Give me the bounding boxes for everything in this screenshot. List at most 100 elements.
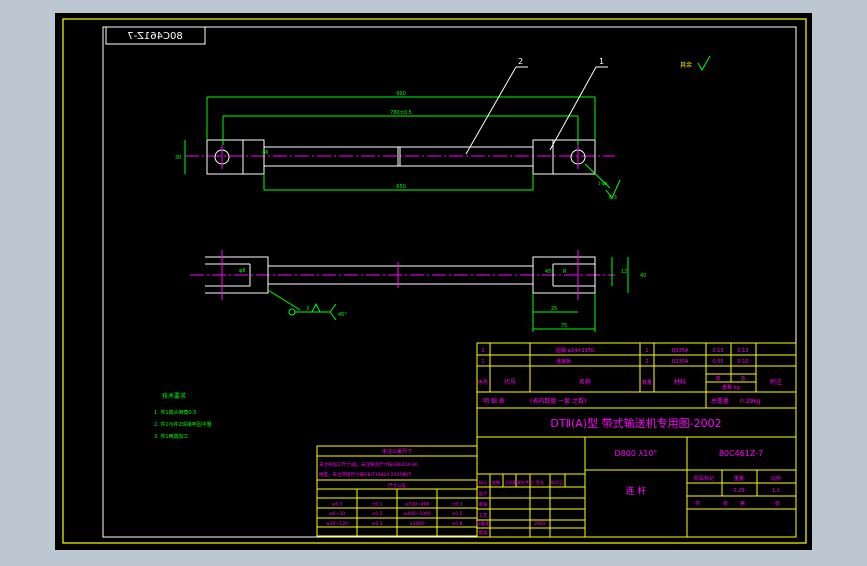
inner-frame (102, 26, 797, 538)
left-fork (205, 256, 269, 294)
hdr-mat: 材料 (674, 378, 686, 386)
weld-size: 3 (306, 306, 309, 312)
part-name: 连接板 (556, 358, 571, 365)
front-view: 990 780±0.5 650 30 φ6 2 1 2-φ8 6.3 (175, 57, 621, 201)
title-block: 明 细 表 (表内数量 一套 之数) 总重量 0.29kg DTⅡ(A)型 带式… (476, 391, 797, 538)
weld-angle: 45° (338, 312, 347, 318)
roughness-icon (697, 55, 711, 72)
tech-requirements: 技术要求 1. 件1端头倒角0.5 2. 件1与件2焊接牢固平整 3. 件1两端… (154, 392, 212, 440)
stamp-code: 80C461Z-7 (127, 31, 182, 42)
stamp-mirrored: 80C461Z-7 (127, 31, 182, 42)
tol-cell: ±0.5 (452, 511, 463, 517)
right-plate (532, 139, 596, 175)
top-dim-40: 40 (640, 273, 646, 279)
role-label: 工艺 (479, 513, 488, 519)
tech-item: 2. 件1与件2焊接牢固平整 (154, 421, 212, 428)
dim-body: 650 (396, 184, 406, 190)
scale-label: 比例 (771, 475, 781, 482)
roughness-label: 其余 (680, 61, 692, 69)
part-qty: 1 (645, 348, 648, 354)
hdr-name: 名称 (579, 378, 591, 386)
weld-symbol-icon (311, 302, 321, 313)
callout-2: 2 (518, 57, 523, 66)
tech-item: 3. 件1两端加工 (154, 433, 189, 440)
tol-cell: ≤6.3 (332, 502, 343, 508)
leader-1 (549, 66, 597, 151)
tol-cell: ≥30~120 (326, 521, 348, 527)
sheet-total: 共 (695, 500, 700, 507)
hdr-single: 单 (715, 375, 720, 382)
part-material: Q235A (672, 359, 689, 365)
role-label: 批准 (479, 529, 488, 536)
role-label: 设计 (479, 490, 488, 497)
part-weight-single: 0.05 (712, 359, 723, 365)
hdr-weight: 重量 kg (722, 384, 740, 391)
role-label: 审核 (479, 501, 488, 508)
part-name: 连 杆 (626, 485, 647, 497)
part-weight-total: 0.10 (737, 359, 748, 365)
sheet-no: 第 (740, 500, 745, 507)
top-dim-angle: 45° (545, 269, 554, 275)
outer-frame (62, 18, 807, 544)
tol-note: 未注机加工尺寸Ⅰ级，未注铸造尺寸按GB6414-86 (319, 461, 418, 468)
tol-cell: ±0.8 (452, 521, 463, 527)
top-view: φ8 45° R 12 40 25 75 3 45° (190, 250, 646, 332)
tol-cell: ±0.1 (372, 502, 383, 508)
sheet-label: 张 (723, 500, 728, 507)
total-weight: 0.29kg (740, 398, 761, 405)
part-weight-single: 0.13 (712, 348, 723, 354)
tol-cell: ≥400~1000 (403, 511, 431, 517)
rev-col-header: 签名 (536, 479, 544, 486)
part-no: 2 (481, 348, 484, 354)
hdr-qty: 数量 (642, 379, 652, 386)
rev-col-header: 更改文件号 (513, 479, 534, 486)
tolerance-table: 未注公差尺寸 未注机加工尺寸Ⅰ级，未注铸造尺寸按GB6414-86 精度，未注焊… (316, 445, 478, 537)
scale-value: 1:1 (772, 488, 780, 494)
spec: D800 λ10° (615, 449, 658, 458)
drawing-sheet (55, 13, 812, 550)
rev-col-header: 分区 (505, 479, 513, 486)
dim-small: φ6 (262, 150, 268, 156)
tol-cell: ±0.3 (372, 521, 383, 527)
tol-cell: ±0.3 (452, 502, 463, 508)
dim-overall: 990 (396, 91, 406, 97)
part-qty: 2 (645, 359, 648, 365)
hdr-no: 序号 (478, 379, 488, 386)
tol-cell: ≥1000 (409, 521, 424, 527)
tol-cell: ≥100~400 (405, 502, 430, 508)
dim-height: 30 (175, 155, 181, 161)
top-dim-12: 12 (621, 269, 627, 275)
weight-label: 重量 (734, 475, 744, 482)
detail-label: 明 细 表 (483, 397, 505, 405)
hdr-code: 代号 (504, 378, 516, 386)
role-label: 标准化 (476, 520, 490, 527)
dim-inner: 780±0.5 (390, 110, 412, 116)
tol-header: 尺寸公差 (388, 482, 406, 489)
tol-title: 未注公差尺寸 (382, 448, 412, 455)
rev-col-header: 处数 (492, 479, 501, 486)
tech-title: 技术要求 (162, 392, 186, 400)
tol-cell: ≥6~30 (329, 511, 345, 517)
tol-note: 精度，未注焊接尺寸按GB/T19804-2005执行 (319, 471, 412, 478)
hdr-total: 总 (740, 375, 745, 382)
sheet-label-2: 张 (775, 500, 780, 507)
series-title: DTⅡ(A)型 带式输送机专用图-2002 (550, 416, 721, 430)
part-name: 圆钢 φ14×1150 (556, 347, 594, 354)
part-no: 1 (481, 359, 484, 365)
top-dim-left: φ8 (239, 268, 245, 274)
rev-col-header: 年月日 (551, 479, 564, 486)
leader-hole (584, 163, 611, 189)
weld-value: 6.3 (609, 195, 617, 201)
rev-col-header: 标记 (479, 479, 488, 486)
weld-roughness-icon (605, 179, 621, 199)
hdr-note: 附注 (770, 378, 782, 386)
part-weight-total: 0.13 (737, 348, 748, 354)
hole-note: 2-φ8 (598, 181, 608, 186)
role-date: 2002 (534, 521, 546, 527)
drawing-number: 80C461Z-7 (719, 449, 763, 458)
tech-item: 1. 件1端头倒角0.5 (154, 409, 197, 416)
part-material: Q235A (672, 348, 689, 354)
